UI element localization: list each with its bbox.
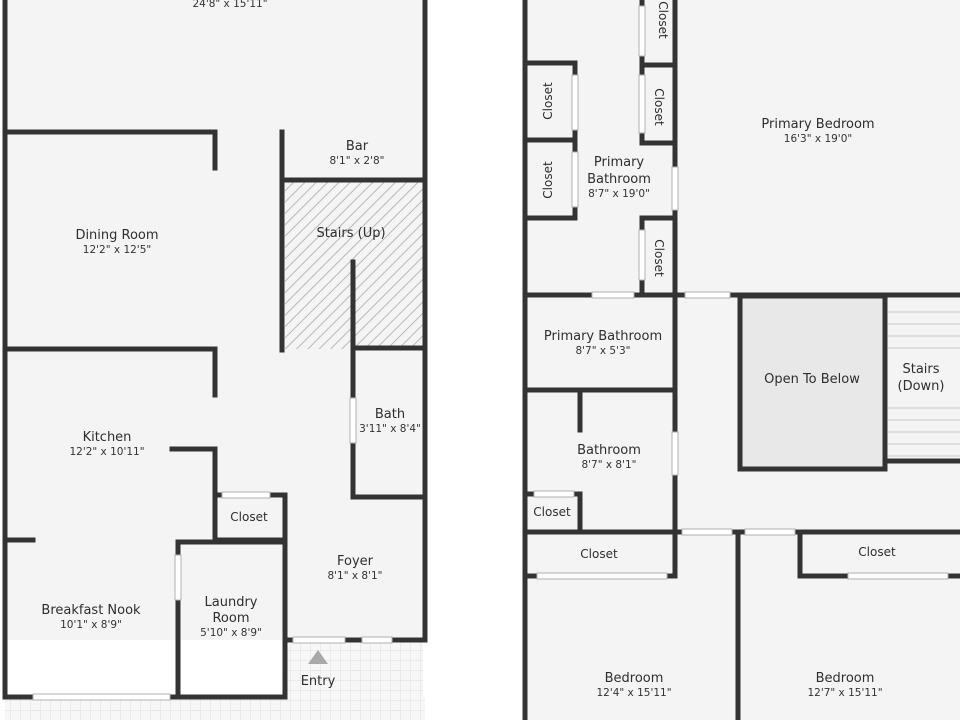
stairs-down-line2: (Down) — [898, 379, 945, 394]
closet-left-1-label: Closet — [541, 82, 555, 120]
primary-bathroom-1-dims: 8'7" x 19'0" — [588, 188, 650, 200]
bedroom-2-name: Bedroom — [816, 671, 875, 686]
upper-level-walls — [522, 0, 960, 720]
main-level-openings — [32, 397, 393, 701]
kitchen-name: Kitchen — [83, 430, 132, 445]
closet-left-2-label: Closet — [541, 161, 555, 199]
bar-dims: 8'1" x 2'8" — [329, 155, 384, 167]
open-to-below-area — [740, 296, 885, 469]
upper-level-labels: Primary Bedroom 16'3" x 19'0" Primary Ba… — [533, 1, 944, 699]
foyer-name: Foyer — [337, 554, 374, 569]
main-level-walls — [2, 0, 428, 700]
foyer-dims: 8'1" x 8'1" — [327, 570, 382, 582]
front-walk-tile — [5, 697, 425, 720]
kitchen-dims: 12'2" x 10'11" — [69, 446, 144, 458]
bar-name: Bar — [346, 139, 369, 154]
bathroom-dims: 8'7" x 8'1" — [581, 459, 636, 471]
great-room-dims: 24'8" x 15'11" — [192, 0, 267, 10]
entry-arrow-icon — [308, 650, 328, 664]
stairs-up-label: Stairs (Up) — [316, 226, 385, 241]
primary-bedroom-dims: 16'3" x 19'0" — [784, 133, 852, 145]
entry-label: Entry — [301, 674, 336, 689]
closet-hall-right-label: Closet — [858, 545, 896, 559]
dining-room-name: Dining Room — [75, 228, 158, 243]
primary-bathroom-1-line2: Bathroom — [587, 172, 651, 187]
closet-small-left-label: Closet — [533, 505, 571, 519]
closet-main-label: Closet — [230, 510, 268, 524]
bedroom-1-name: Bedroom — [605, 671, 664, 686]
primary-bedroom-name: Primary Bedroom — [761, 117, 874, 132]
open-to-below-label: Open To Below — [764, 372, 860, 387]
stairs-down-treads — [888, 311, 960, 457]
laundry-name-line2: Room — [212, 611, 249, 626]
bathroom-name: Bathroom — [577, 443, 641, 458]
primary-bathroom-2-name: Primary Bathroom — [544, 329, 662, 344]
upper-level-plan — [522, 0, 960, 720]
closet-mid-center-label: Closet — [652, 88, 666, 126]
bath-dims: 3'11" x 8'4" — [359, 423, 421, 435]
stairs-down-line1: Stairs — [902, 362, 939, 377]
upper-level-openings — [533, 5, 949, 580]
dining-room-dims: 12'2" x 12'5" — [83, 244, 151, 256]
breakfast-nook-dims: 10'1" x 8'9" — [60, 619, 122, 631]
bedroom-1-dims: 12'4" x 15'11" — [596, 687, 671, 699]
laundry-dims: 5'10" x 8'9" — [200, 627, 262, 639]
main-level-labels: 24'8" x 15'11" Bar 8'1" x 2'8" Dining Ro… — [41, 0, 420, 689]
bedroom-2-dims: 12'7" x 15'11" — [807, 687, 882, 699]
breakfast-nook-name: Breakfast Nook — [41, 603, 141, 618]
primary-bathroom-1-line1: Primary — [594, 155, 645, 170]
closet-hall-left-label: Closet — [580, 547, 618, 561]
main-level-plan — [2, 0, 428, 720]
primary-bathroom-2-dims: 8'7" x 5'3" — [575, 345, 630, 357]
closet-top-center-label: Closet — [656, 1, 670, 39]
laundry-name-line1: Laundry — [205, 595, 258, 610]
bath-name: Bath — [375, 407, 405, 422]
closet-lower-center-label: Closet — [652, 239, 666, 277]
